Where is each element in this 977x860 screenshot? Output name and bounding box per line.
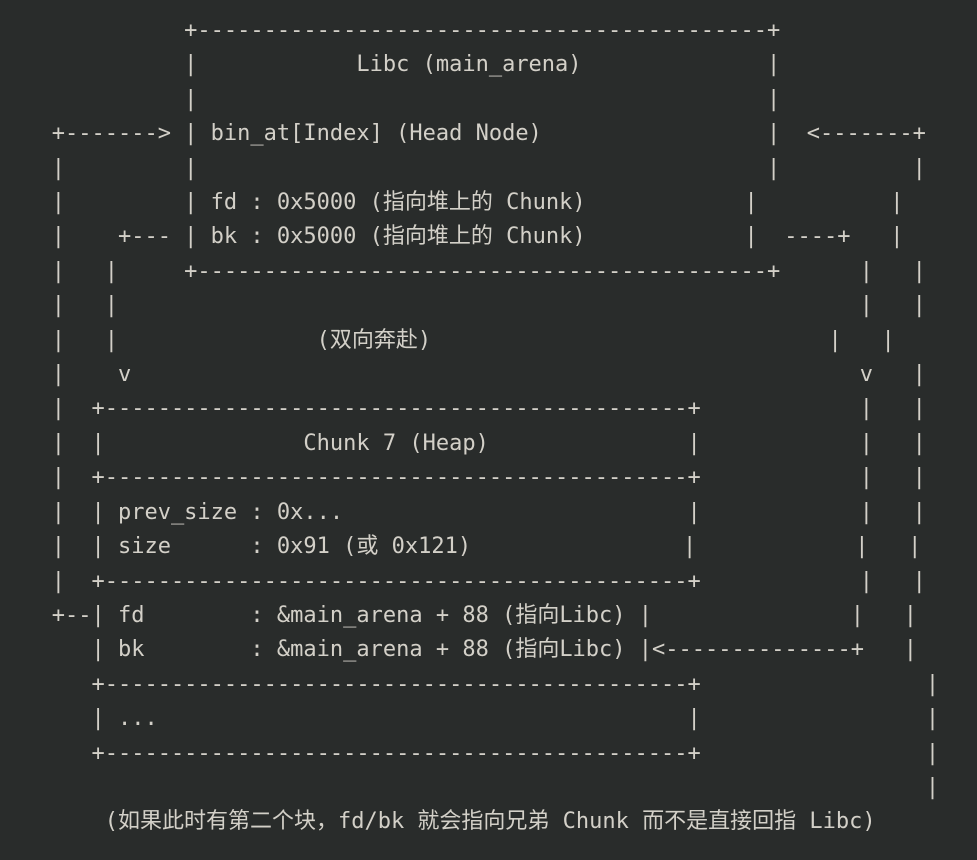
ascii-heap-bin-diagram: +---------------------------------------…: [51, 18, 940, 835]
